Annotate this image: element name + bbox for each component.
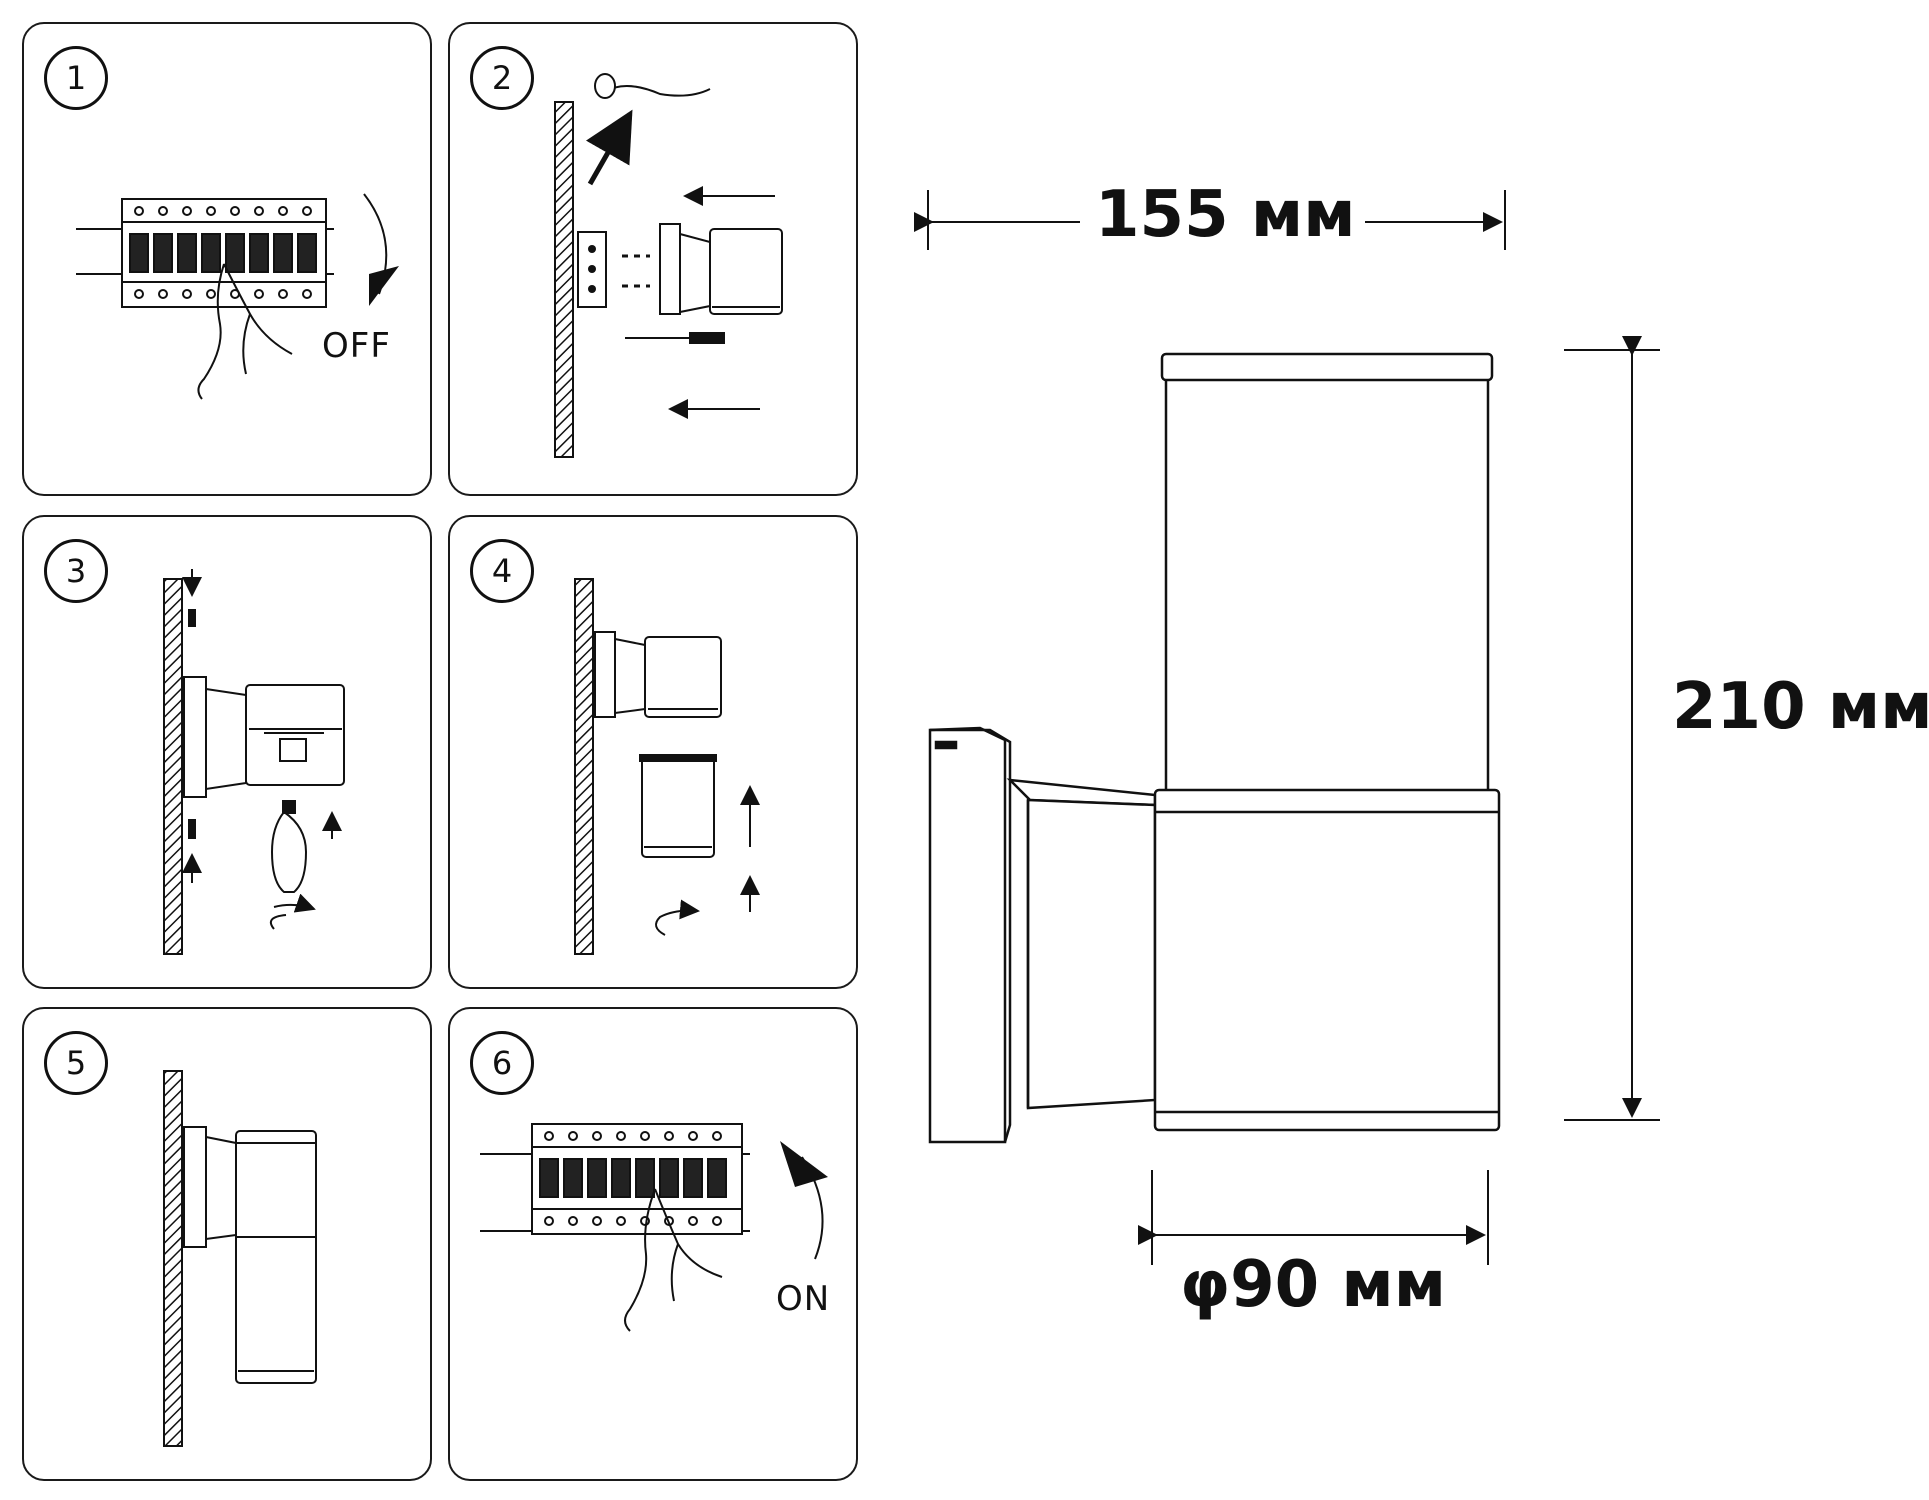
lamp-body	[659, 223, 783, 315]
bulb-install-illustration	[163, 569, 345, 955]
screwdriver-icon	[625, 332, 725, 344]
rotate-arrow-icon	[655, 899, 700, 936]
lamp-body	[594, 631, 722, 718]
lamp-body	[183, 676, 345, 798]
shade-install-illustration	[574, 578, 760, 955]
on-arrowhead	[780, 1141, 828, 1187]
step-number-5: 5	[44, 1031, 108, 1095]
step-number-3: 3	[44, 539, 108, 603]
lamp-dimension-svg	[914, 190, 1660, 1265]
breaker-row	[121, 198, 327, 308]
rotate-arrow-icon	[270, 905, 314, 930]
installed-lamp-illustration	[163, 1070, 317, 1447]
step-number-4: 4	[470, 539, 534, 603]
screw-top-icon	[188, 609, 196, 627]
step-number-2: 2	[470, 46, 534, 110]
hand-icon	[624, 1188, 723, 1332]
cable-arrow	[585, 109, 633, 186]
breaker-row	[531, 1123, 743, 1235]
upper-shade	[1164, 358, 1490, 802]
bulb-icon	[270, 810, 308, 893]
wall	[163, 578, 183, 955]
height-label: 210 мм	[1672, 670, 1929, 744]
step-panel-5: 5	[22, 1007, 432, 1481]
off-arrowhead	[369, 266, 399, 306]
width-label: 155 мм	[1095, 178, 1356, 252]
wall	[163, 1070, 183, 1447]
step-panel-3: 3	[22, 515, 432, 989]
wall	[574, 578, 594, 955]
wall	[554, 101, 574, 458]
step-number-6: 6	[470, 1031, 534, 1095]
screw-bottom-icon	[188, 819, 196, 839]
dimension-drawing: 155 мм 210 мм φ90 мм	[900, 140, 1929, 1360]
glass-shade-icon	[639, 754, 717, 858]
top-cap	[1160, 352, 1494, 382]
on-label: ON	[776, 1279, 831, 1319]
wall-lamp-drawing	[928, 352, 1501, 1144]
hand-icon	[197, 263, 293, 400]
breaker-on-illustration	[480, 1123, 828, 1332]
mount-bracket-illustration	[554, 73, 783, 458]
breaker-off-illustration	[76, 193, 399, 400]
step-number-1: 1	[44, 46, 108, 110]
step-panel-2: 2	[448, 22, 858, 496]
diameter-label: φ90 мм	[1180, 1248, 1447, 1322]
lamp-body	[183, 1126, 317, 1384]
off-label: OFF	[322, 326, 391, 366]
lower-body	[1153, 788, 1501, 1132]
cable-icon	[604, 85, 711, 97]
step-panel-6: 6 ON	[448, 1007, 858, 1481]
step-panel-1: 1 OF	[22, 22, 432, 496]
step-panel-4: 4	[448, 515, 858, 989]
